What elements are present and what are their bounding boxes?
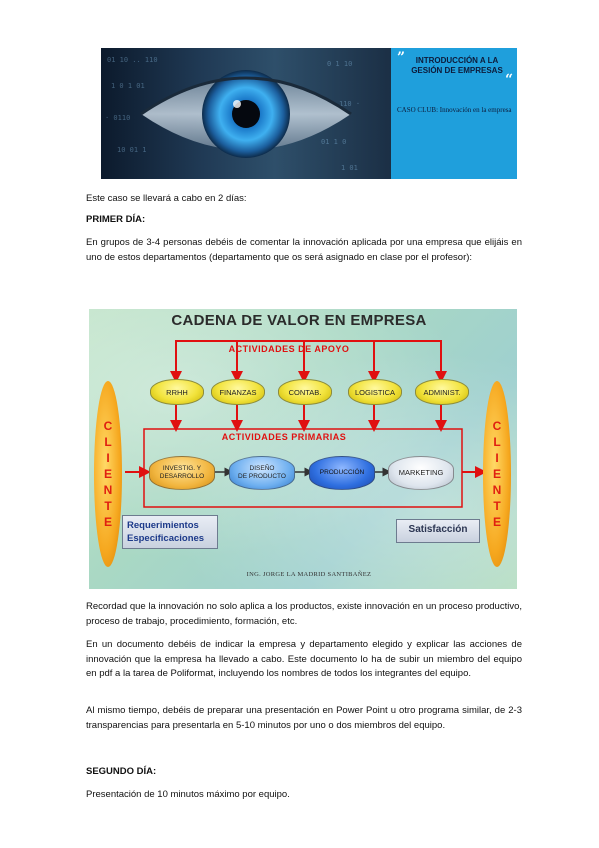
day2-heading: SEGUNDO DÍA:: [86, 766, 157, 777]
diagram-author: ING. JORGE LA MADRID SANTIBAÑEZ: [246, 571, 372, 578]
client-left: C L I E N T E: [94, 381, 122, 567]
client-letter: T: [493, 499, 501, 513]
client-letter: E: [492, 467, 501, 481]
paragraph-innovation-scope: Recordad que la innovación no solo aplic…: [86, 601, 522, 627]
eye-photo: 01 10 .. 110 1 0 1 01 · 0110 10 01 1 0 1…: [101, 48, 391, 179]
diagram-title: CADENA DE VALOR EN EMPRESA: [171, 312, 427, 329]
header-banner: 01 10 .. 110 1 0 1 01 · 0110 10 01 1 0 1…: [101, 48, 517, 179]
paragraph-document-task: En un documento debéis de indicar la emp…: [86, 639, 522, 679]
client-letter: N: [103, 483, 113, 497]
svg-text:10 01 1: 10 01 1: [117, 146, 147, 154]
banner-subtitle: CASO CLUB: Innovación en la empresa: [397, 106, 512, 114]
support-node-contab: CONTAB.: [278, 379, 332, 405]
primary-activities-label: ACTIVIDADES PRIMARIAS: [221, 432, 347, 442]
client-letter: E: [492, 515, 501, 529]
satisfaction-box: Satisfacción: [396, 519, 480, 543]
primary-node-production: PRODUCCIÓN: [309, 456, 375, 490]
support-node-finanzas: FINANZAS: [211, 379, 265, 405]
client-letter: L: [104, 435, 112, 449]
svg-text:1 01: 1 01: [341, 164, 358, 172]
support-activities-label: ACTIVIDADES DE APOYO: [228, 344, 350, 354]
support-node-logistica: LOGISTICA: [348, 379, 402, 405]
day1-paragraph: En grupos de 3-4 personas debéis de come…: [86, 237, 522, 263]
support-node-administ: ADMINIST.: [415, 379, 469, 405]
client-letter: E: [103, 467, 112, 481]
client-letter: C: [492, 419, 502, 433]
banner-title: INTRODUCCIÓN A LA GESIÓN DE EMPRESAS: [411, 56, 503, 75]
client-right-letters: C L I E N T E: [483, 381, 511, 567]
client-right: C L I E N T E: [483, 381, 511, 567]
client-letter: C: [103, 419, 113, 433]
diagram-connectors: [125, 340, 487, 508]
client-letter: I: [495, 451, 499, 465]
requirements-box: Requerimientos Especificaciones: [122, 515, 218, 549]
paragraph-presentation-task: Al mismo tiempo, debéis de preparar una …: [86, 705, 522, 731]
client-letter: L: [493, 435, 501, 449]
svg-text:· 0110: · 0110: [105, 114, 130, 122]
client-letter: I: [106, 451, 110, 465]
day2-paragraph: Presentación de 10 minutos máximo por eq…: [86, 789, 290, 800]
quote-close-mark: “: [505, 72, 514, 88]
primary-node-research: INVESTIG. Y DESARROLLO: [149, 456, 215, 490]
intro-text: Este caso se llevará a cabo en 2 días:: [86, 193, 247, 204]
client-letter: N: [492, 483, 502, 497]
day1-heading: PRIMER DÍA:: [86, 214, 146, 225]
svg-text:01 10 .. 110: 01 10 .. 110: [107, 56, 158, 64]
primary-node-design: DISEÑO DE PRODUCTO: [229, 456, 295, 490]
svg-text:1 0 1 01: 1 0 1 01: [111, 82, 145, 90]
value-chain-diagram: CADENA DE VALOR EN EMPRESA ACTIVIDADES D…: [89, 309, 517, 589]
svg-text:01 1 0: 01 1 0: [321, 138, 346, 146]
quote-open-mark: ”: [397, 50, 406, 66]
svg-text:0 1 10: 0 1 10: [327, 60, 352, 68]
client-left-letters: C L I E N T E: [94, 381, 122, 567]
client-letter: E: [103, 515, 112, 529]
svg-text:110 ·: 110 ·: [339, 100, 360, 108]
eye-image: 01 10 .. 110 1 0 1 01 · 0110 10 01 1 0 1…: [105, 56, 360, 172]
support-node-rrhh: RRHH: [150, 379, 204, 405]
client-letter: T: [104, 499, 112, 513]
primary-node-marketing: MARKETING: [388, 456, 454, 490]
